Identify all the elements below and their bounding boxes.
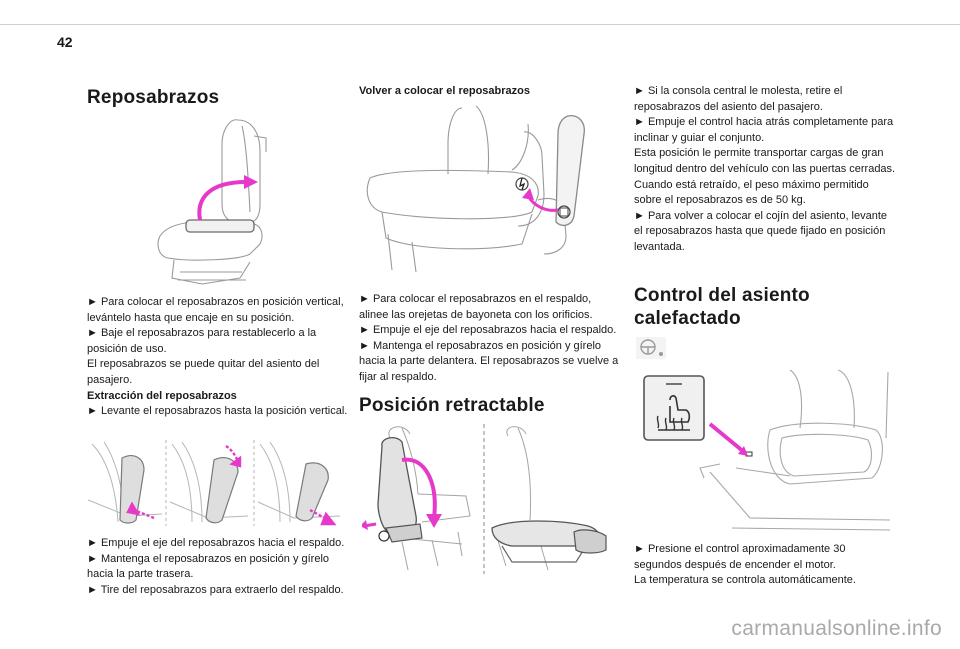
heated-seat-figure <box>640 368 890 534</box>
section-title-retractable: Posición retractable <box>359 395 545 416</box>
col3-text-block-1: ► Si la consola central le molesta, reti… <box>634 84 896 256</box>
col3-para1-line4: Cuando está retraído, el peso máximo per… <box>634 178 869 207</box>
col1-text-block-1: ► Para colocar el reposabrazos en posici… <box>87 295 349 420</box>
col3-title-wrap: Control del asiento calefactado <box>634 284 834 330</box>
column-2: Volver a colocar el reposabrazos <box>359 84 621 98</box>
col2-para1-line2: ► Empuje el eje del reposabrazos hacia e… <box>359 324 617 337</box>
col3-text-block-2: ► Presione el control aproximadamente 30… <box>634 542 896 589</box>
col3-para1-line1: ► Si la consola central le molesta, reti… <box>634 85 843 113</box>
col1-para1-line2: ► Baje el reposabrazos para restablecerl… <box>87 327 317 355</box>
col1-text-block-2: ► Empuje el eje del reposabrazos hacia e… <box>87 536 349 598</box>
armrest-raise-figure <box>150 112 280 292</box>
section-title-heated-seat: Control del asiento calefactado <box>634 285 810 329</box>
retractable-seat-figures <box>362 424 612 574</box>
extraction-step: ► Levante el reposabrazos hasta la posic… <box>87 405 348 418</box>
steering-wheel-small-icon <box>636 337 666 359</box>
extraction-heading: Extracción del reposabrazos <box>87 389 237 402</box>
col3-para1-line5: ► Para volver a colocar el cojín del asi… <box>634 209 888 253</box>
armrest-removal-figures <box>88 440 344 526</box>
watermark: carmanualsonline.info <box>731 617 942 640</box>
page-number: 42 <box>57 34 73 50</box>
col3-para2-line1: ► Presione el control aproximadamente 30… <box>634 543 846 571</box>
col3-para2-line2: La temperatura se controla automáticamen… <box>634 574 856 587</box>
col3-para1-line2: ► Empuje el control hacia atrás completa… <box>634 116 894 144</box>
refit-heading: Volver a colocar el reposabrazos <box>359 85 530 97</box>
col1-para1-line3: El reposabrazos se puede quitar del asie… <box>87 358 320 386</box>
header-rule <box>0 24 960 25</box>
column-1: Reposabrazos <box>87 84 349 110</box>
col1-para2-line3: ► Tire del reposabrazos para extraerlo d… <box>87 583 344 596</box>
col2-para1-line3: ► Mantenga el reposabrazos en posición y… <box>359 339 619 383</box>
col1-para2-line2: ► Mantenga el reposabrazos en posición y… <box>87 552 330 581</box>
col3-para1-line3: Esta posición le permite transportar car… <box>634 147 896 175</box>
col2-title-wrap: Posición retractable <box>359 394 621 418</box>
col1-para2-line1: ► Empuje el eje del reposabrazos hacia e… <box>87 537 345 549</box>
col2-para1-line1: ► Para colocar el reposabrazos en el res… <box>359 293 593 321</box>
col1-para1-line1: ► Para colocar el reposabrazos en posici… <box>87 296 344 324</box>
armrest-refit-figure <box>362 104 592 274</box>
col2-text-block-1: ► Para colocar el reposabrazos en el res… <box>359 292 621 386</box>
section-title-armrest: Reposabrazos <box>87 87 220 108</box>
